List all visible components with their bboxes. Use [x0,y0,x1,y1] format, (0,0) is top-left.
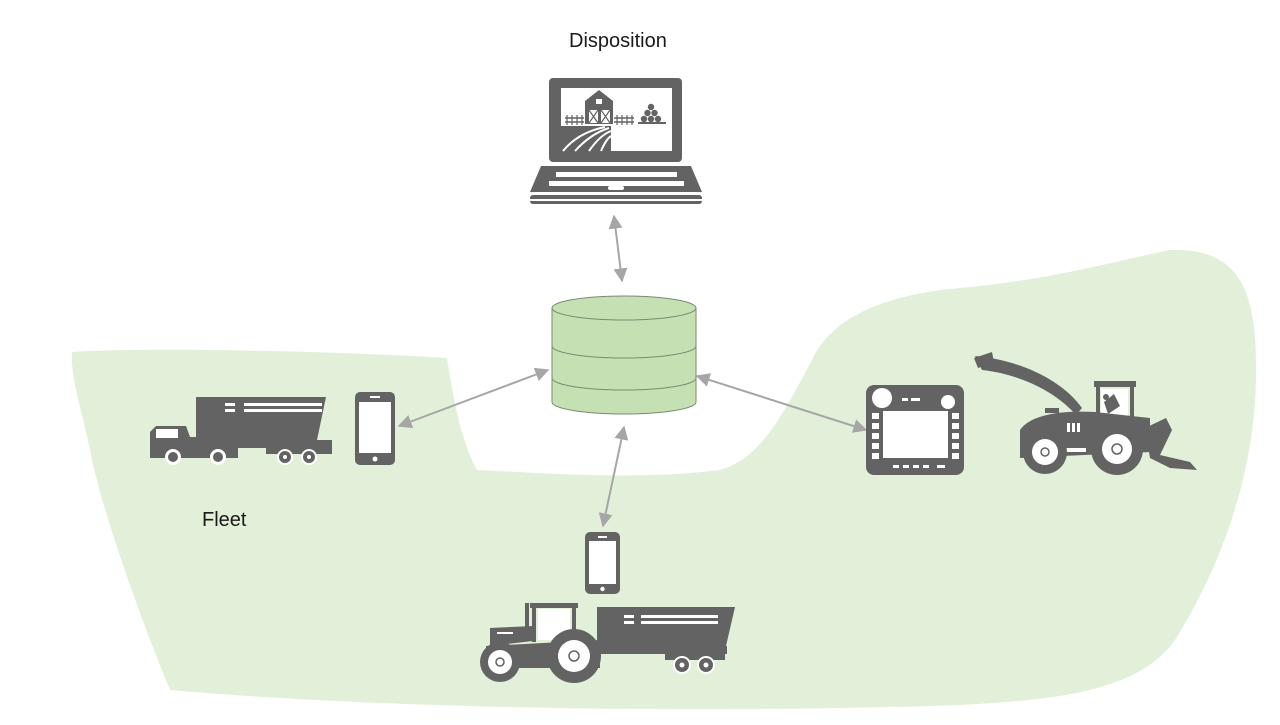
fleet-label: Fleet [202,509,247,531]
truck-trailer-icon [150,397,332,465]
arrow-database-left-phone [397,367,550,429]
forage-harvester-icon [974,352,1197,475]
smartphone-icon [585,532,620,594]
disposition-label: Disposition [569,30,667,52]
laptop-farm-icon [530,78,702,204]
machine-terminal-icon [866,385,964,475]
field-region [71,249,1257,710]
arrow-database-bottom-phone [598,425,629,528]
tractor-trailer-icon [480,603,735,683]
smartphone-icon [355,392,395,465]
database-icon [551,295,697,415]
arrow-laptop-database [608,214,628,283]
arrow-database-terminal [695,373,868,433]
